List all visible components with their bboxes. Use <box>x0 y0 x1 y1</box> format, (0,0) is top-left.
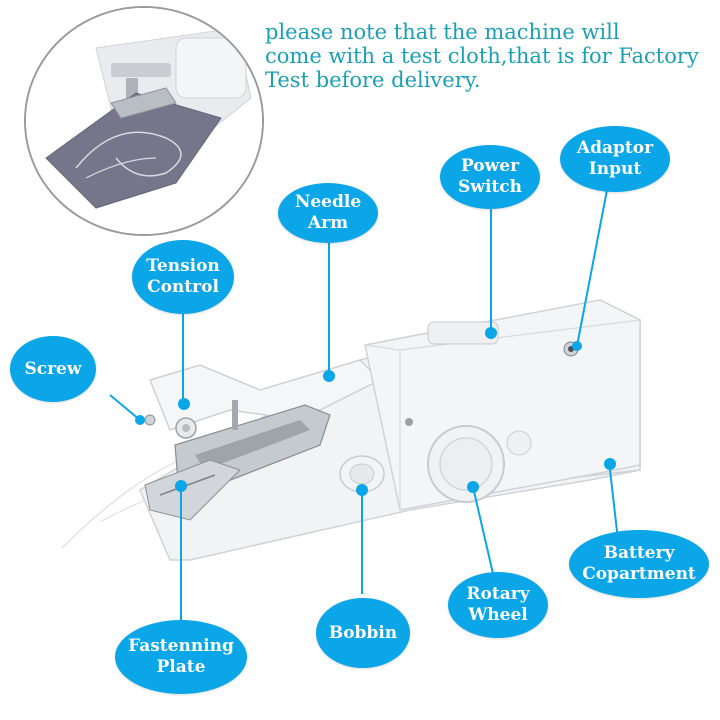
label-bobbin: Bobbin <box>316 598 410 668</box>
label-tension-control: Tension Control <box>132 240 234 314</box>
label-battery-compartment-text: Battery Copartment <box>582 543 696 584</box>
closeup-illustration <box>26 8 262 234</box>
note-line-2: come with a test cloth,that is for Facto… <box>265 44 699 68</box>
closeup-inset-image <box>24 6 264 236</box>
label-power-switch: Power Switch <box>440 145 540 209</box>
label-power-switch-text: Power Switch <box>458 156 522 197</box>
label-bobbin-text: Bobbin <box>328 622 398 643</box>
label-rotary-wheel-text: Rotary Wheel <box>466 584 530 625</box>
label-rotary-wheel: Rotary Wheel <box>448 572 548 638</box>
label-needle-arm: Needle Arm <box>278 183 378 243</box>
label-needle-arm-text: Needle Arm <box>294 192 362 233</box>
label-tension-control-text: Tension Control <box>146 256 220 297</box>
delivery-note: please note that the machine will come w… <box>265 20 705 92</box>
label-fastening-plate-text: Fastenning Plate <box>128 636 234 677</box>
note-line-3: Test before delivery. <box>265 68 481 92</box>
label-adaptor-input: Adaptor Input <box>560 126 670 192</box>
label-screw-text: Screw <box>24 358 82 379</box>
label-battery-compartment: Battery Copartment <box>569 530 709 598</box>
note-line-1: please note that the machine will <box>265 20 620 44</box>
label-screw: Screw <box>10 336 96 402</box>
label-fastening-plate: Fastenning Plate <box>115 620 247 694</box>
label-adaptor-input-text: Adaptor Input <box>576 138 654 179</box>
